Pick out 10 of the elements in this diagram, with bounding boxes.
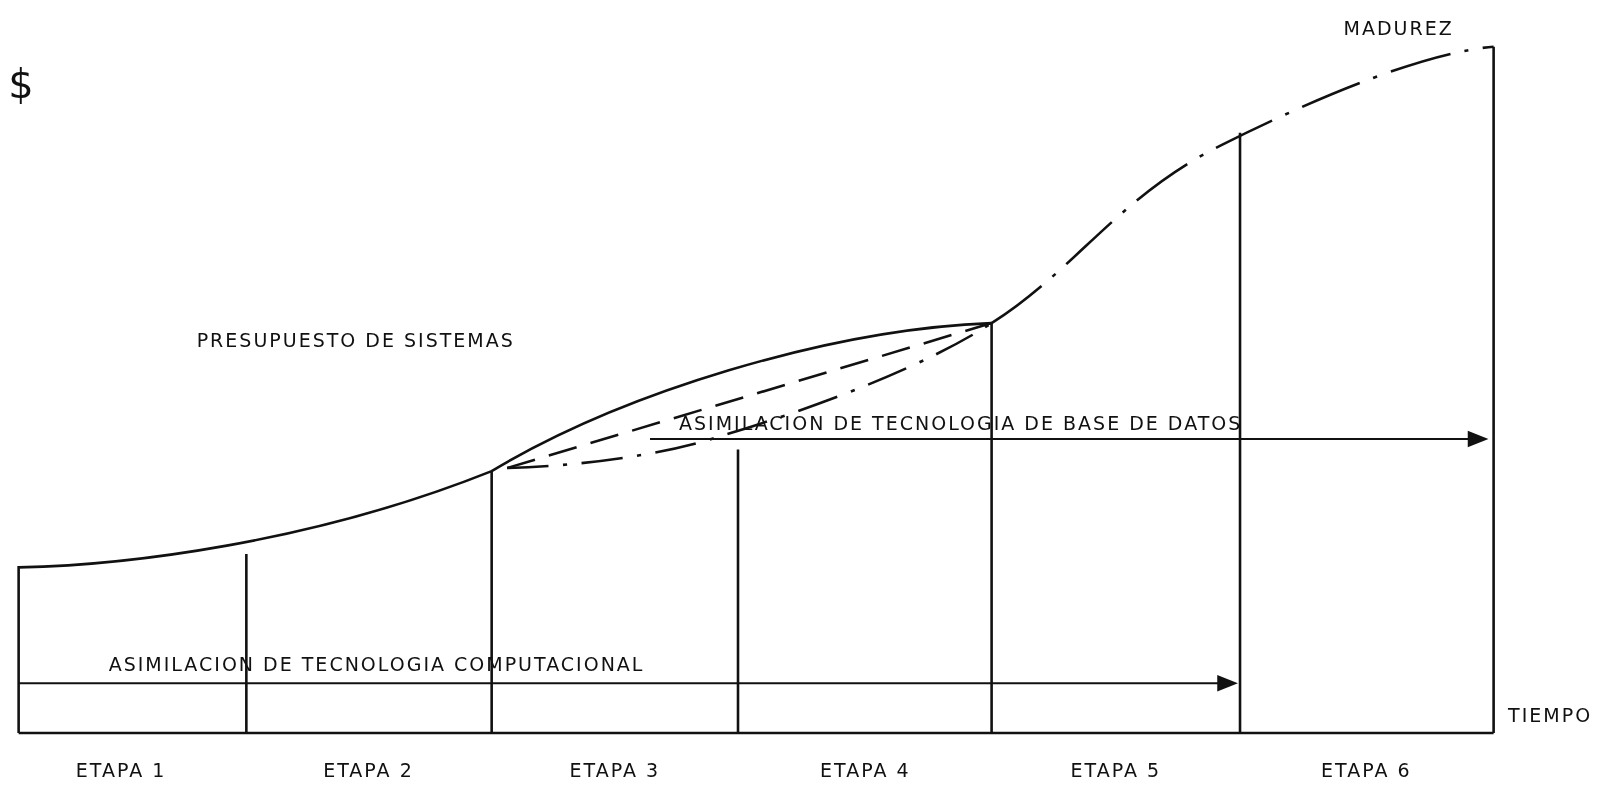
stage-label: ETAPA 6 xyxy=(1321,760,1412,780)
stage-label: ETAPA 4 xyxy=(820,760,911,780)
curve-label: PRESUPUESTO DE SISTEMAS xyxy=(196,331,515,351)
stage-label: ETAPA 5 xyxy=(1070,760,1162,780)
curve-label: MADUREZ xyxy=(1343,18,1454,38)
axis-label: TIEMPO xyxy=(1508,705,1593,725)
stage-label: ETAPA 3 xyxy=(569,760,661,780)
stage-label: ETAPA 1 xyxy=(75,760,167,780)
stage-label: ETAPA 2 xyxy=(323,760,414,780)
currency-symbol: $ xyxy=(8,64,34,105)
